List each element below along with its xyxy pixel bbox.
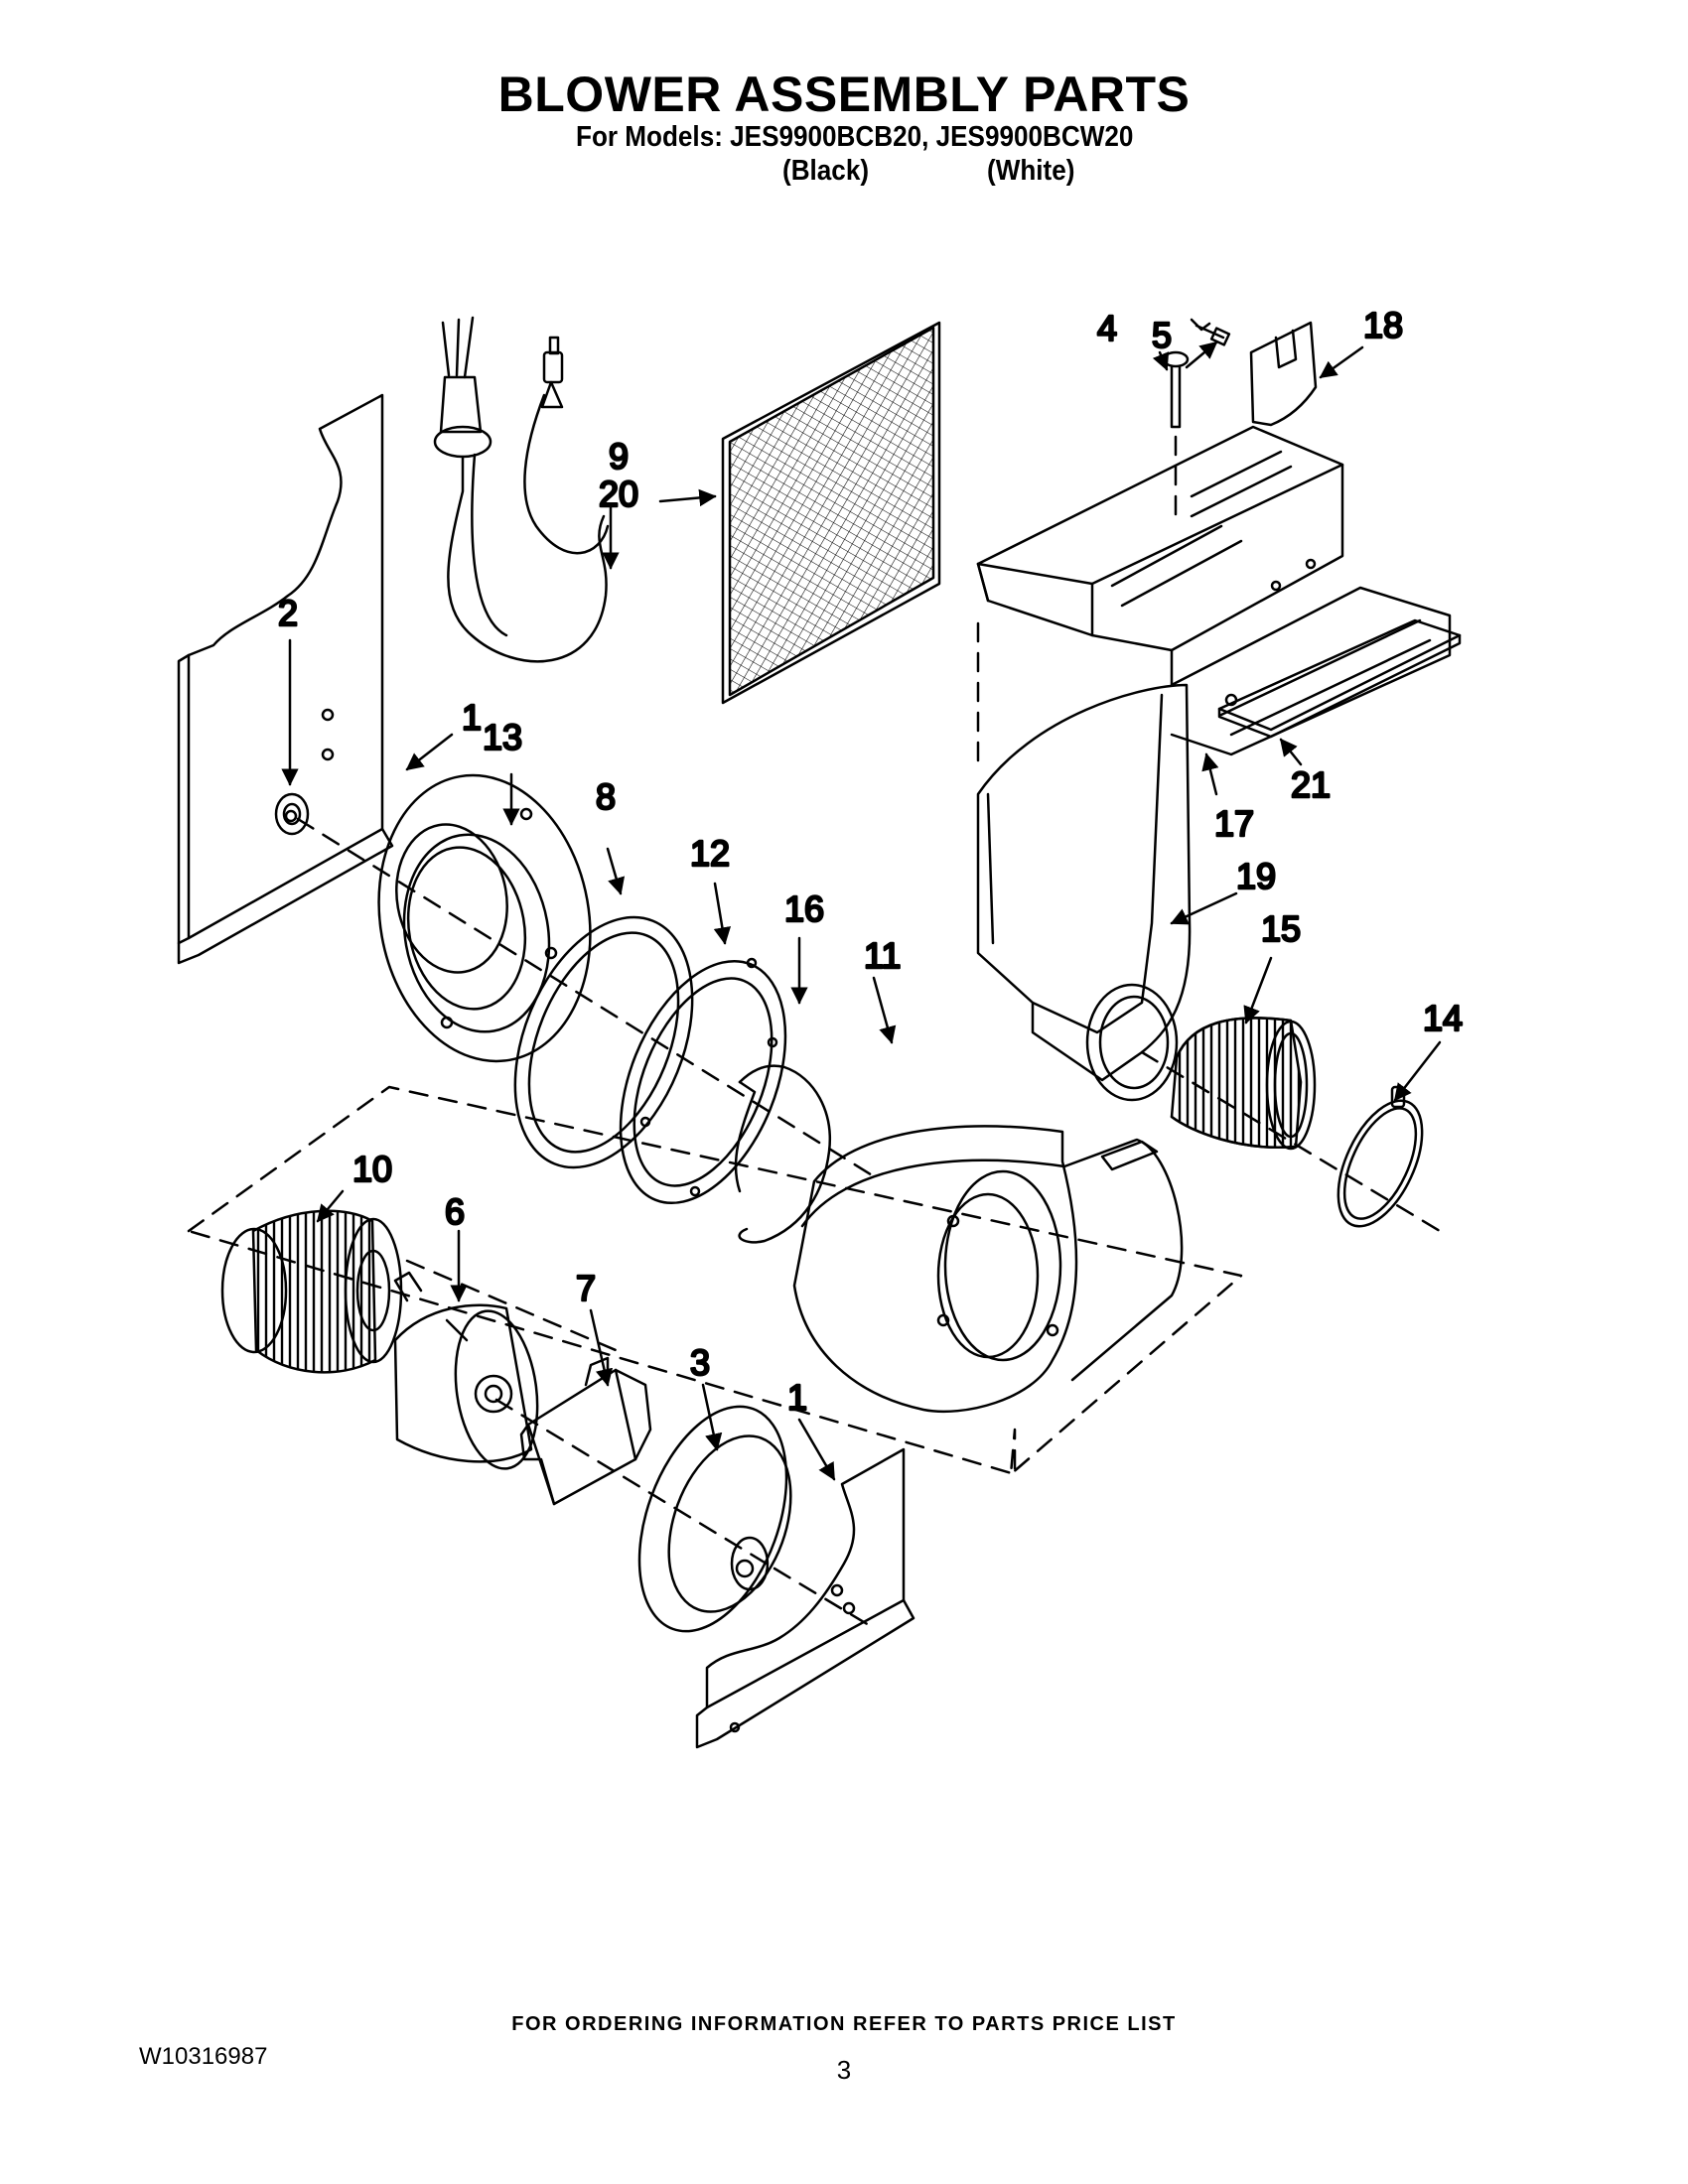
left-mount-bracket-part	[177, 393, 394, 965]
split-ring-part	[734, 1064, 832, 1244]
page-title: BLOWER ASSEMBLY PARTS	[497, 67, 1191, 122]
callout-14: 14	[1423, 998, 1463, 1038]
variant-black-label: (Black)	[782, 155, 870, 187]
flex-hose-part	[1170, 1017, 1317, 1151]
callout-15: 15	[1261, 908, 1301, 949]
callout-7: 7	[576, 1268, 596, 1308]
callout-9: 9	[609, 436, 629, 477]
blower-wheel-part	[220, 1209, 403, 1374]
callout-4: 4	[1097, 308, 1117, 348]
motor-mount-part	[519, 1356, 652, 1506]
callout-1-lower: 1	[787, 1377, 807, 1418]
callout-10: 10	[352, 1149, 392, 1189]
callout-5: 5	[1152, 315, 1172, 355]
callout-leaders	[281, 341, 1442, 1481]
callout-19: 19	[1236, 856, 1276, 896]
assembly-dashed-lines	[187, 435, 1442, 1630]
housing-bracket-part	[976, 425, 1452, 756]
motor-plate-part	[637, 1405, 792, 1633]
callout-17: 17	[1214, 803, 1254, 844]
callout-18: 18	[1363, 305, 1403, 345]
ordering-note: FOR ORDERING INFORMATION REFER TO PARTS …	[511, 2013, 1177, 2035]
callout-21: 21	[1291, 764, 1331, 805]
hose-clamp-part	[1336, 1085, 1424, 1228]
callout-12: 12	[690, 833, 730, 874]
blower-housing-part	[792, 1125, 1184, 1414]
power-cord-part	[433, 316, 610, 663]
motor-part	[393, 1271, 539, 1470]
callout-6: 6	[445, 1191, 465, 1232]
right-mount-bracket-part	[695, 1447, 915, 1749]
grommet-part	[274, 792, 310, 836]
duct-transition-part	[976, 683, 1192, 1102]
grease-filter-part	[721, 321, 941, 705]
callout-16: 16	[784, 888, 824, 929]
screw-part	[1190, 318, 1231, 346]
variant-white-label: (White)	[987, 155, 1075, 187]
callout-1-upper: 1	[462, 697, 482, 738]
page-number: 3	[836, 2055, 852, 2085]
damper-plate-part	[1217, 618, 1462, 739]
bolt-part	[1162, 350, 1190, 429]
callout-20: 20	[599, 474, 638, 514]
document-number: W10316987	[139, 2043, 268, 2070]
models-line: For Models: JES9900BCB20, JES9900BCW20	[576, 121, 1134, 153]
retaining-ring-part	[619, 957, 787, 1205]
callout-3: 3	[690, 1342, 710, 1383]
gasket-ring-part	[513, 915, 694, 1169]
clip-bracket-part	[1249, 321, 1318, 427]
callout-2: 2	[278, 593, 298, 633]
callout-11: 11	[864, 935, 901, 976]
callout-8: 8	[596, 776, 616, 817]
inlet-ring-part	[377, 773, 592, 1063]
callout-13: 13	[483, 717, 522, 757]
